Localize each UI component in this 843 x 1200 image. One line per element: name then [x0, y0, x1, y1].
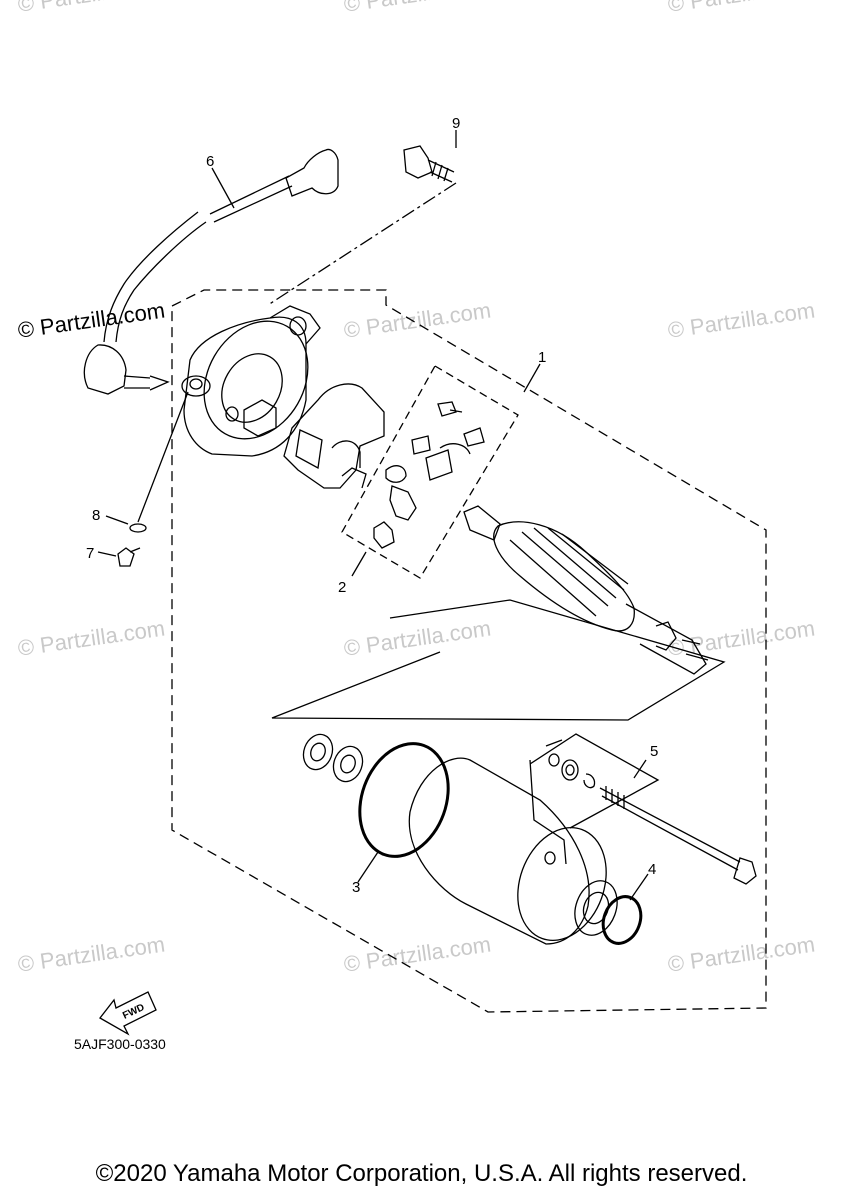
through-bolt-set: [548, 753, 757, 885]
callout-5: 5: [650, 743, 658, 760]
assembly-boundary-dashed: [171, 289, 767, 1013]
brush-holder-parts: [373, 401, 485, 549]
diagram-code: 5AJF300-0330: [74, 1036, 166, 1052]
brush-holder-group-dashed: [341, 365, 519, 579]
screw-7: [117, 547, 141, 567]
fwd-label: FWD: [121, 1002, 146, 1022]
fwd-arrow-icon: [99, 991, 157, 1036]
leader-bolt-set: [529, 733, 660, 829]
armature: [463, 505, 709, 675]
callout-8: 8: [92, 507, 100, 524]
motor-yoke: [408, 757, 618, 945]
callout-2: 2: [338, 579, 346, 596]
bolt-9: [403, 145, 455, 183]
leader-wire-terminal: [137, 391, 189, 523]
callout-7: 7: [86, 545, 94, 562]
copyright-footer: ©2020 Yamaha Motor Corporation, U.S.A. A…: [95, 1160, 748, 1187]
callout-1: 1: [538, 349, 546, 366]
washer-8: [129, 523, 147, 533]
brush-plate: [283, 383, 385, 489]
leader-armature: [271, 599, 726, 721]
leader-bolt: [267, 182, 457, 306]
front-bracket-housing: [181, 305, 321, 457]
callout-3: 3: [352, 879, 360, 896]
o-ring-3: [358, 742, 450, 858]
callout-9: 9: [452, 115, 460, 132]
callout-4: 4: [648, 861, 656, 878]
lead-wire: [83, 148, 339, 395]
o-ring-4: [601, 895, 643, 945]
callout-6: 6: [206, 153, 214, 170]
washers: [302, 733, 364, 783]
leader-yoke: [529, 759, 567, 865]
